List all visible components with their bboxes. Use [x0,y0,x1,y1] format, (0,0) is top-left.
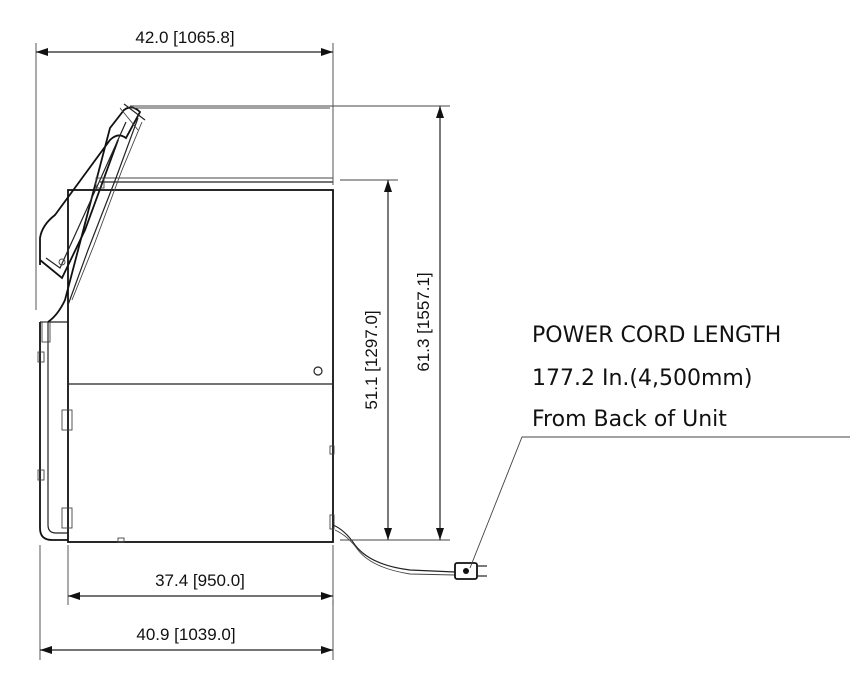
note-leader-line [469,436,850,569]
side-tab [329,445,335,455]
cord-plug [454,562,478,580]
rear-frame [39,322,68,541]
note-line-1: POWER CORD LENGTH [532,323,781,348]
hood-outer [39,106,142,323]
hood-top-lip-2 [119,107,139,131]
dim-overall-width-label: 42.0 [1065.8] [135,28,234,47]
dim-closed-height: 51.1 [1297.0] [340,179,398,541]
cabinet-body [67,189,334,543]
dim-overall-depth: 40.9 [1039.0] [39,545,334,660]
cord-wire [332,524,456,573]
machine-outline [37,103,335,543]
rear-clip-lower [37,469,45,481]
hood-hinge [95,177,105,189]
hood-arm [67,117,139,306]
dim-open-height-label: 61.3 [1557.1] [414,272,433,371]
hood-top-lip [123,103,146,121]
hood-arm-2 [71,121,143,301]
power-cord [332,524,487,580]
cord-wire-2 [334,529,456,576]
rear-bracket-lower [61,507,73,529]
base-foot [117,537,125,543]
rear-clip [37,351,45,363]
dim-base-depth-label: 37.4 [950.0] [155,571,245,590]
rear-foot [329,514,335,530]
dim-closed-height-label: 51.1 [1297.0] [362,310,381,409]
dim-overall-width: 42.0 [1065.8] [35,28,334,310]
rear-frame-inner [47,322,68,534]
dim-overall-depth-label: 40.9 [1039.0] [136,625,235,644]
dim-base-depth: 37.4 [950.0] [67,545,334,605]
dim-open-height: 61.3 [1557.1] [130,105,450,541]
note-line-3: From Back of Unit [532,407,727,432]
hood-body [39,139,119,280]
power-cord-note: POWER CORD LENGTH 177.2 In.(4,500mm) Fro… [532,323,781,432]
rear-hinge-block [41,321,51,343]
control-knob [313,366,323,376]
rear-bracket-upper [61,409,73,431]
hood-pivot [58,258,66,266]
hood-inner-line [45,121,127,269]
note-line-2: 177.2 In.(4,500mm) [532,366,752,391]
plug-dot [463,568,469,574]
